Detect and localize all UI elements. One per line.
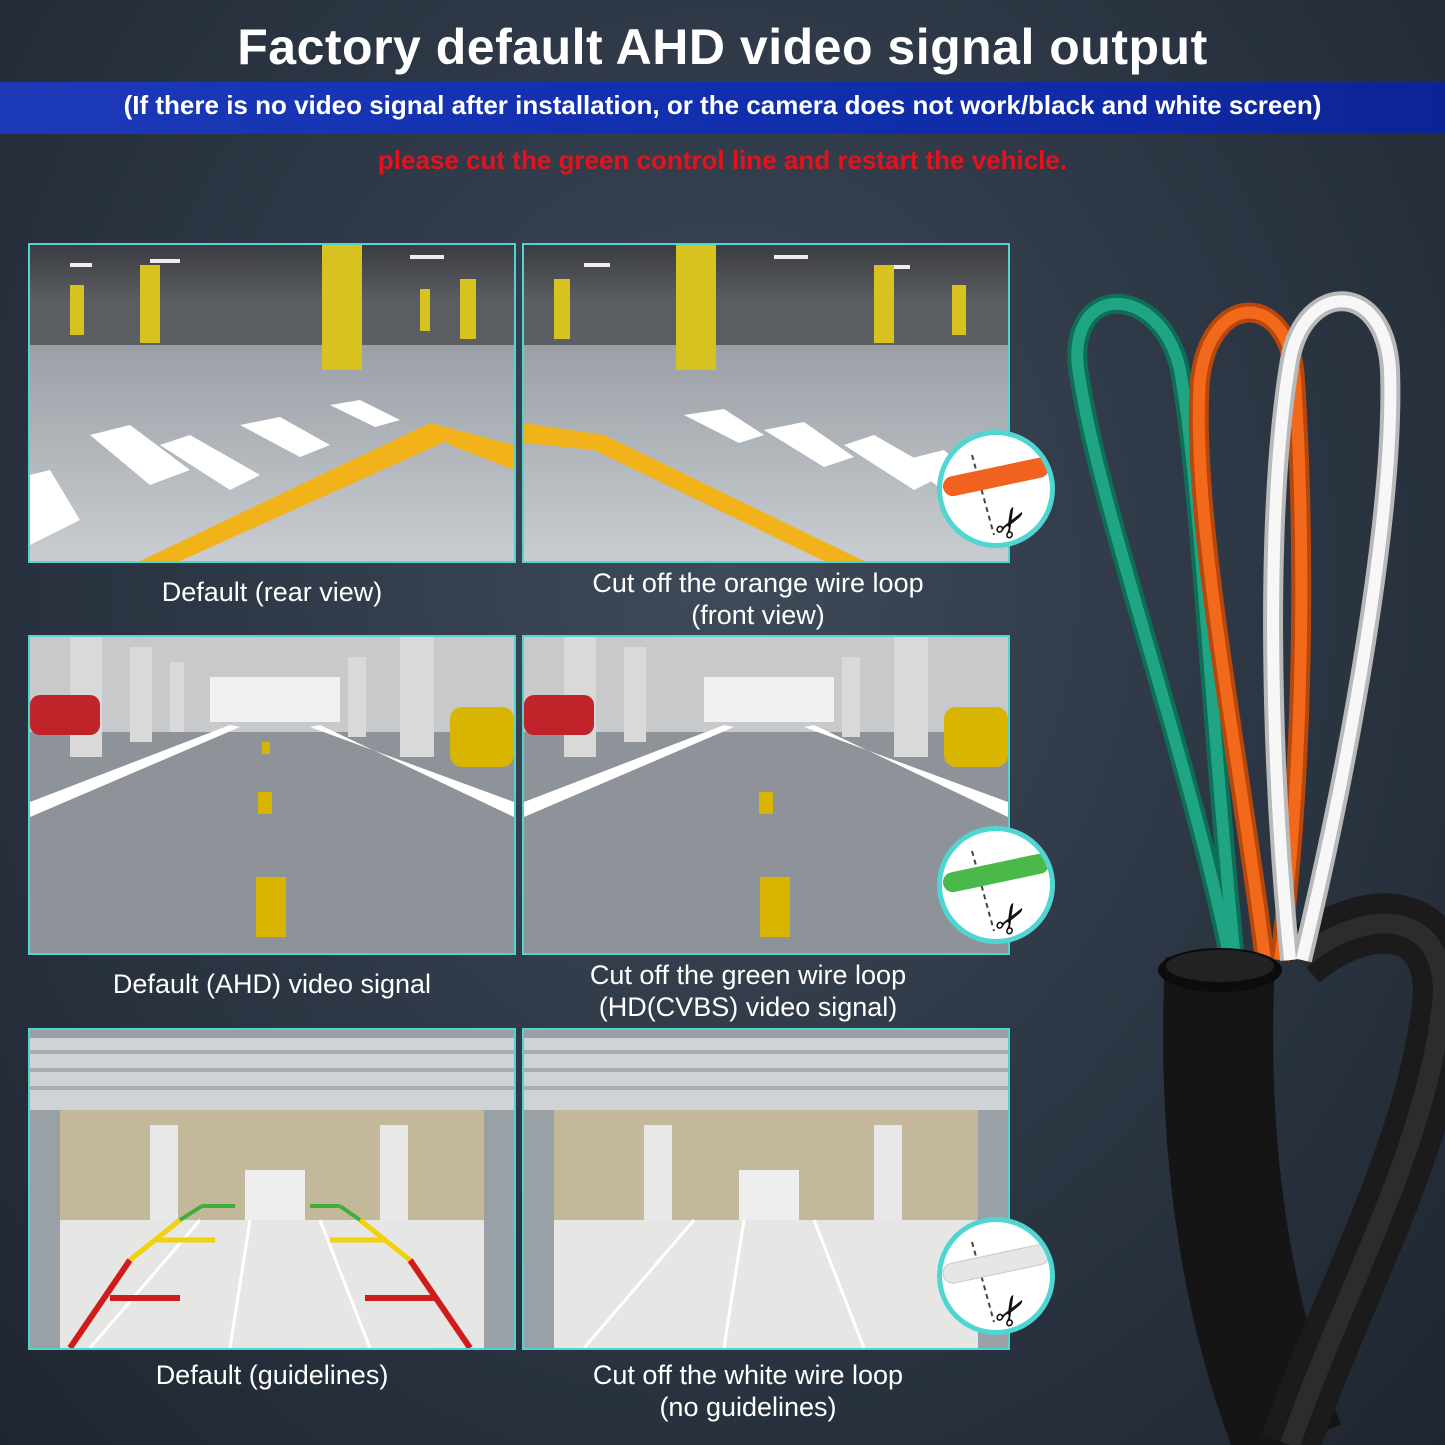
page-title: Factory default AHD video signal output [237, 19, 1208, 75]
subtitle-banner [0, 82, 1445, 134]
wire-loops-illustration [1067, 291, 1445, 1445]
caption-default-rear-view: Default (rear view) [161, 577, 383, 607]
ahd-signal-image [28, 635, 516, 955]
caption-cut-orange: Cut off the orange wire loop (front view… [592, 568, 924, 630]
caption-cut-green: Cut off the green wire loop (HD(CVBS) vi… [589, 960, 907, 1022]
cut-green-wire-badge [937, 826, 1055, 944]
caption-cut-white: Cut off the white wire loop (no guidelin… [592, 1360, 904, 1422]
caption-default-ahd: Default (AHD) video signal [112, 969, 432, 999]
no-guidelines-image [522, 1028, 1010, 1350]
rear-view-image [28, 243, 516, 563]
front-view-image [522, 243, 1010, 563]
cut-orange-wire-badge [937, 430, 1055, 548]
cut-white-wire-badge [937, 1217, 1055, 1335]
caption-default-guidelines: Default (guidelines) [155, 1360, 389, 1390]
cvbs-signal-image [522, 635, 1010, 955]
subtitle-text: (If there is no video signal after insta… [123, 90, 1322, 120]
warning-text: please cut the green control line and re… [377, 145, 1068, 175]
guidelines-image [28, 1028, 516, 1350]
